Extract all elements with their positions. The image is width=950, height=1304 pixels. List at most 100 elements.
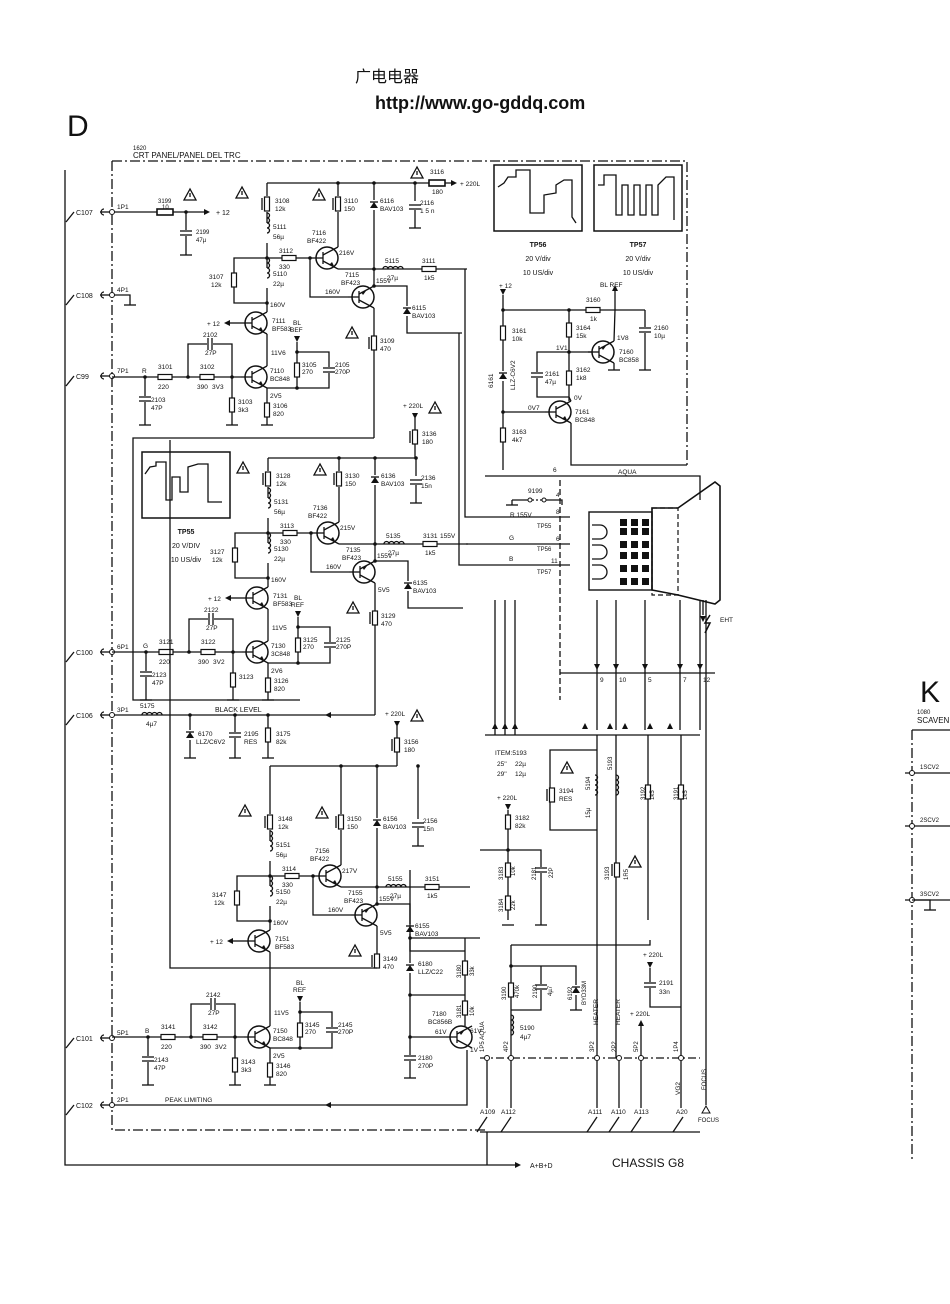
label-l1_v: 56µ [274,509,285,516]
wire [912,899,931,910]
label-t_cas: 7131 [273,593,288,600]
wire [570,423,687,466]
connector-pin-label: 1P5 [480,1041,486,1052]
emitter-arrow [261,1041,266,1045]
connector-label[interactable]: A113 [634,1109,649,1116]
resistor-icon [160,1033,176,1041]
diode-icon [406,965,414,971]
label-rail_r: 3136 [422,431,437,438]
panel-border [111,161,487,1131]
resistor-icon [294,637,302,653]
capacitor-gap [644,982,656,988]
label-l2: 5130 [274,546,289,553]
label-l_out_v: 27µ [388,550,399,557]
component-label: EHT [720,617,733,624]
label-v_top: 216V [339,250,355,257]
capacitor-gap [140,671,152,677]
connector-pin [109,209,115,215]
resistor-icon [585,306,601,314]
connector-c99[interactable]: C99 [76,374,89,381]
label-ref: REF [293,987,306,994]
component-label: 4µ7 [520,1034,531,1041]
label-r_col: 3130 [345,473,360,480]
component-label: 33n [659,989,670,996]
resistor-icon [230,272,238,288]
resistor-icon [461,1000,469,1016]
connector-label[interactable]: A20 [676,1109,688,1116]
label: 3191 [674,786,680,800]
wire [485,475,701,500]
label-r_fb_v: 12k [211,282,222,289]
label-l2: 5150 [276,889,291,896]
label-v_base: 3V3 [212,384,224,391]
side-connector-label[interactable]: 2SCV2 [920,818,940,824]
label-t_in: 7110 [270,368,284,375]
resistor-icon [231,1057,239,1073]
resistor-icon [282,529,298,537]
component-label: 3160 [586,297,601,304]
crt-grid-electrode [642,578,649,585]
arrow-right-icon [204,209,210,215]
connector-label[interactable]: A112 [501,1109,516,1116]
resistor-icon [504,895,512,911]
label-r_bl_v: 270 [302,369,313,376]
wire [234,532,268,548]
label-r_em: 3149 [383,956,398,963]
connector-pin-label: 4P2 [504,1041,510,1052]
connector-c102[interactable]: C102 [76,1103,93,1110]
arrow-right-icon [515,1162,521,1168]
side-connector-label[interactable]: 3SCV2 [920,892,940,898]
wire [234,562,268,579]
label-rail_c: 2136 [421,475,436,482]
component-label: 270P [418,1063,433,1070]
label-r_top: 3148 [278,816,293,823]
label-r_base: 3113 [280,523,294,530]
connector-c101[interactable]: C101 [76,1036,93,1043]
label-v_mid: 11V6 [271,350,286,357]
connector-c107[interactable]: C107 [76,210,93,217]
connector-label[interactable]: A111 [588,1109,603,1116]
connector-label[interactable]: A110 [611,1109,626,1116]
resistor-icon [229,672,237,688]
label-color: R [142,368,147,375]
component-label: 2160 [654,325,669,332]
arrow-down-icon [394,721,400,727]
connector-pin [484,1055,490,1061]
label-r_col: 3110 [344,198,358,205]
capacitor-gap [142,1056,154,1062]
site-url[interactable]: http://www.go-gddq.com [375,93,585,113]
arrow-left-icon [225,595,231,601]
arrow-down-icon [677,664,683,670]
label: 1k5 [683,790,689,800]
label-r_div_v: 3k3 [241,1067,252,1074]
label-v_top: 215V [340,525,356,532]
label: 3183 [499,866,505,880]
label-v_node: 160V [270,302,286,309]
connector-lead [65,375,75,387]
label-r_col_v: 150 [344,206,355,213]
component-label: 82k [276,739,287,746]
resistor-icon [264,727,272,743]
connector-c106[interactable]: C106 [76,713,93,720]
capacitor-gap [409,204,421,210]
resistor-icon [565,370,573,386]
component-label: 3161 [512,328,527,335]
transistor-emitter [456,1039,473,1049]
inductor-icon [615,774,620,796]
component-label: BC856B [428,1019,452,1026]
label-t_in_type: 3C848 [271,651,291,658]
connector-c100[interactable]: C100 [76,650,93,657]
side-connector-label[interactable]: 1SCV2 [920,765,940,771]
label-r_in2: 3142 [203,1024,218,1031]
component-label: BLACK LEVEL [215,707,262,714]
supply-label: + 220L [403,403,423,410]
label-r_em_v: 470 [381,621,392,628]
label-d_clamp_type: BAV103 [412,313,436,320]
label-t_cas: 7111 [272,318,286,325]
connector-c108[interactable]: C108 [76,293,93,300]
connector-label[interactable]: A109 [480,1109,496,1116]
resistor-icon [337,814,345,830]
junction-dot [265,301,269,305]
label: AQUA [479,1021,486,1040]
